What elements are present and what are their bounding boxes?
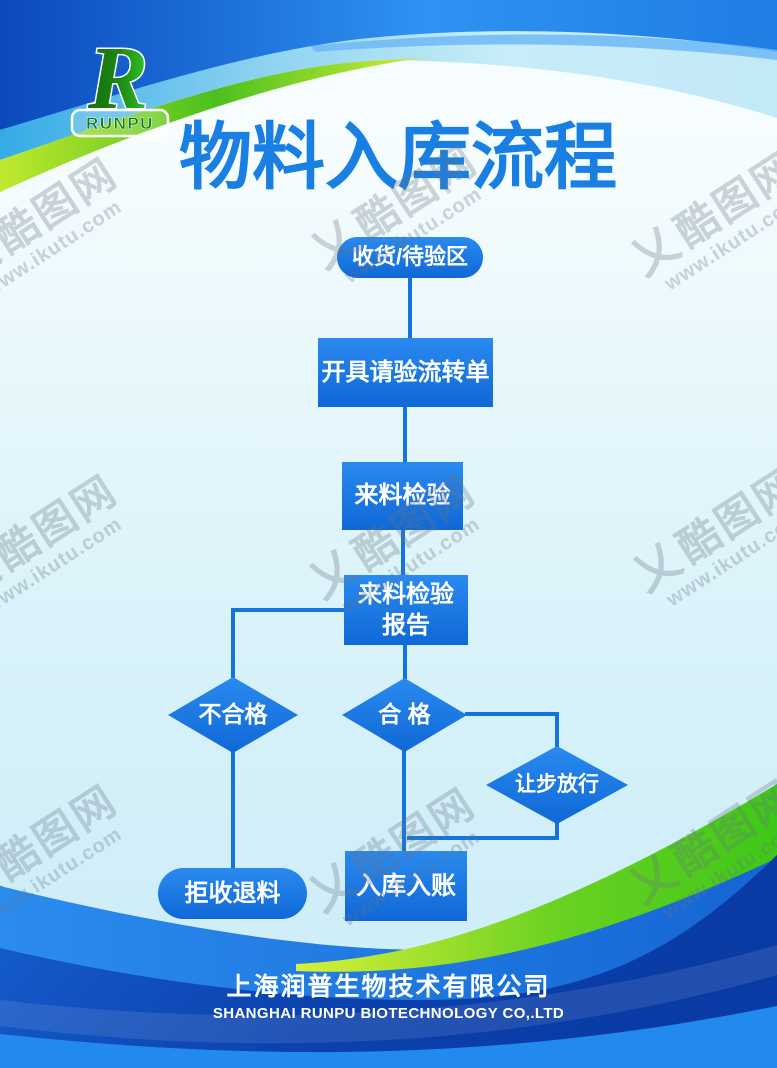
footer-company-name-cn: 上海润普生物技术有限公司 [226, 973, 551, 1001]
flow-node-warehouse-entry: 入库入账 [345, 851, 467, 921]
top-blue-band [0, 0, 777, 130]
connector-report-to-unqualified [231, 608, 344, 679]
logo-name: RUNPU [86, 114, 154, 133]
flow-node-inspection-form: 开具请验流转单 [318, 338, 493, 407]
runpu-logo: R RUNPU [58, 26, 182, 142]
runpu-logo-graphic: R RUNPU [70, 28, 170, 138]
bottom-streak [0, 945, 777, 1044]
flow-node-inspection-report: 来料检验 报告 [344, 575, 468, 645]
flow-node-reject-return: 拒收退料 [158, 868, 307, 919]
footer-company-name-en: SHANGHAI RUNPU BIOTECHNOLOGY CO,.LTD [212, 1005, 565, 1022]
flow-node-receiving-area: 收货/待验区 [337, 237, 483, 278]
top-cyan-band [0, 31, 777, 161]
connector-qualified-to-concession [465, 712, 559, 749]
bottom-deep-blue-band [0, 855, 777, 1068]
bottom-bright-band [0, 1006, 777, 1068]
bottom-green-stripe [296, 784, 777, 972]
top-blue-highlight [310, 34, 777, 60]
logo-name-box [70, 108, 170, 138]
poster-title: 物料入库流程 [179, 117, 617, 198]
connector-concession-to-entry [407, 823, 559, 840]
flow-node-incoming-inspection: 来料检验 [342, 462, 463, 530]
logo-letter: R [87, 29, 148, 128]
